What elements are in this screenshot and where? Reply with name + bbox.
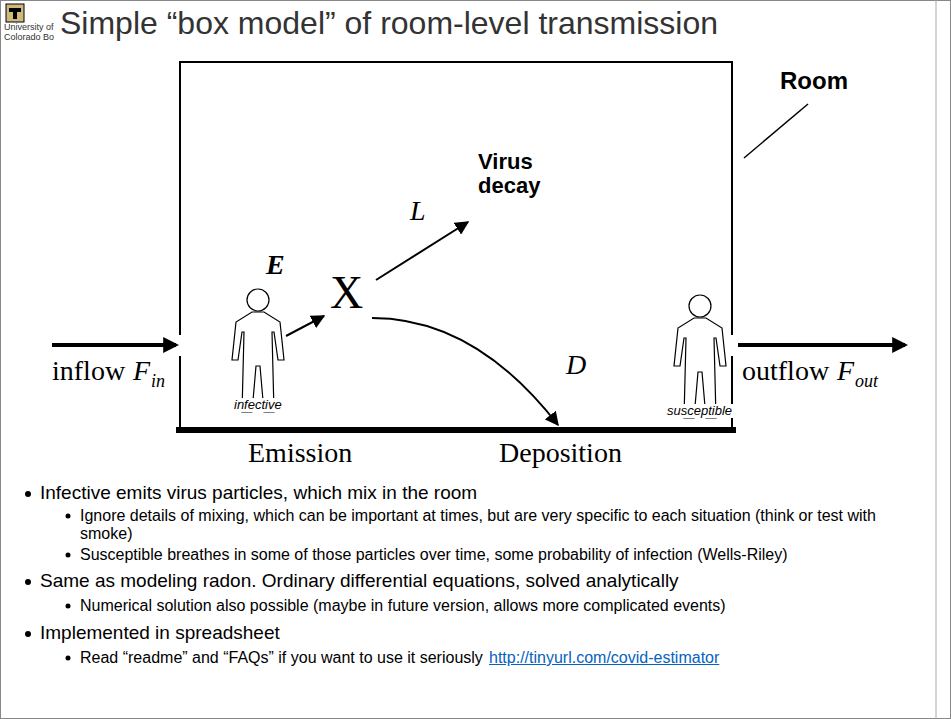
room-box: Room [180,62,732,430]
university-logo [6,4,24,22]
deposition-arrow [372,318,558,425]
sub-bullet-text: Read “readme” and “FAQs” if you want to … [80,649,483,667]
susceptible-figure [674,295,726,418]
slide-title: Simple “box model” of room-level transmi… [60,6,718,41]
decay-arrow [376,222,468,280]
outflow-label: outflow [742,356,829,387]
bullet-text: Same as modeling radon. Ordinary differe… [40,571,679,592]
university-name: University of Colorado Bo [4,23,58,43]
flow-subscript: out [855,372,878,392]
emission-symbol: E [266,250,285,281]
room-label: Room [780,68,848,94]
emission-arrow [286,316,324,336]
floor-label: Emission [248,438,352,469]
flow-symbol: F [837,356,854,387]
decay-rate-symbol: L [410,196,426,227]
sidebar-rule [936,0,937,719]
inflow-arrow [52,343,176,347]
sub-bullet-text: Susceptible breathes in some of those pa… [80,546,920,564]
link-text: http://tinyurl.com/covid-estimator [489,649,719,667]
room-leader [744,104,808,158]
room-walls [180,62,732,430]
concentration-symbol: X [330,268,363,319]
deposition-rate-symbol: D [566,350,586,381]
figure-label: susceptible [665,404,734,418]
bullet-text: Implemented in spreadsheet [40,623,280,644]
figure-label: infective [232,398,284,412]
room-outline [180,62,732,430]
bullet-text: Infective emits virus particles, which m… [40,483,477,504]
decay-label: Virus decay [478,150,578,198]
outflow-arrow [738,343,905,347]
floor-label: Deposition [499,438,622,469]
sub-bullet-text: Numerical solution also possible (maybe … [80,597,920,615]
inflow-label: inflow [52,356,125,387]
flow-symbol: F [133,356,150,387]
sub-bullet-text: Ignore details of mixing, which can be i… [80,507,920,542]
infective-figure [232,289,284,412]
floor-line [176,427,736,433]
flow-subscript: in [151,372,165,392]
